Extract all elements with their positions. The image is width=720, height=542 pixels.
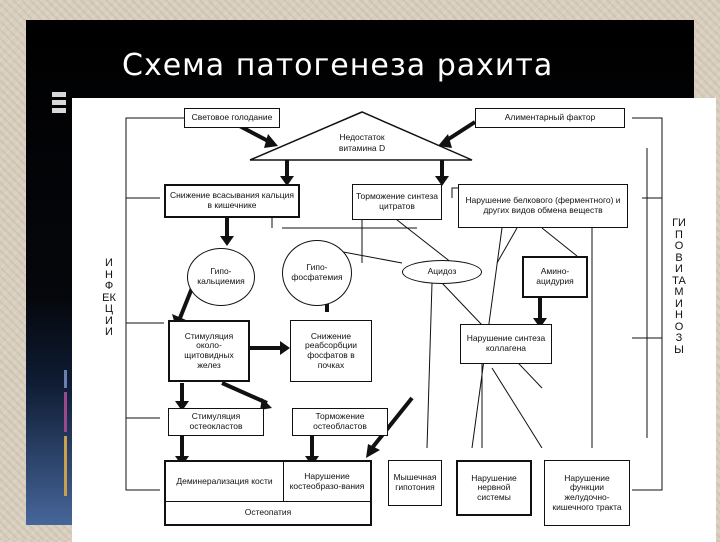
osteoclast-stimulation-box: Стимуляция остеокластов [168,408,264,436]
gi-tract-box: Нарушение функции желудочно-кишечного тр… [544,460,630,526]
connector-lines: Недостаток витамина D [125,111,663,491]
osteoblast-inhibition-box: Торможение остеобластов [292,408,388,436]
phosphate-reabsorption-box: Снижение реабсорбции фосфатов в почках [290,320,372,382]
infections-side-label: ИНФЕКЦИИ [102,257,116,339]
parathyroid-stimulation-box: Стимуляция около-щитовидных желез [168,320,250,382]
protein-disorder-box: Нарушение белкового (ферментного) и друг… [458,184,628,228]
calcium-absorption-box: Снижение всасывания кальция в кишечнике [164,184,300,218]
decorative-stripes [64,370,67,496]
muscle-hypotonia-box: Мышечная гипотония [388,460,442,506]
acidosis-ellipse: Ацидоз [402,260,482,284]
slide-title: Схема патогенеза рахита [122,48,554,83]
pathogenesis-diagram: Недостаток витамина D [72,98,716,542]
demineralization-box: Деминерализация кости [166,462,284,502]
vitamin-d-line2: витамина D [339,143,385,153]
collagen-synthesis-box: Нарушение синтеза коллагена [460,324,552,364]
citrate-inhibition-box: Торможение синтеза цитратов [352,184,442,220]
hypovitaminoses-side-label: ГИПОВИТАМИНОЗЫ [672,217,686,357]
nervous-system-box: Нарушение нервной системы [456,460,532,516]
hypophosphatemia-circle: Гипо-фосфатемия [282,240,352,306]
alimentary-factor-box: Алиментарный фактор [475,108,625,128]
vitamin-d-triangle [249,111,473,161]
aminoaciduria-box: Амино-ацидурия [522,256,588,298]
decorative-bars [52,92,66,113]
hypocalcemia-circle: Гипо-кальциемия [187,248,255,306]
osteopathy-box: Остеопатия [166,502,370,524]
slide: Схема патогенеза рахита Недостаток витам… [26,20,716,542]
bone-formation-box: Нарушение костеобразо-вания [284,462,370,502]
light-starvation-box: Световое голодание [184,108,280,128]
vitamin-d-line1: Недостаток [339,132,384,142]
